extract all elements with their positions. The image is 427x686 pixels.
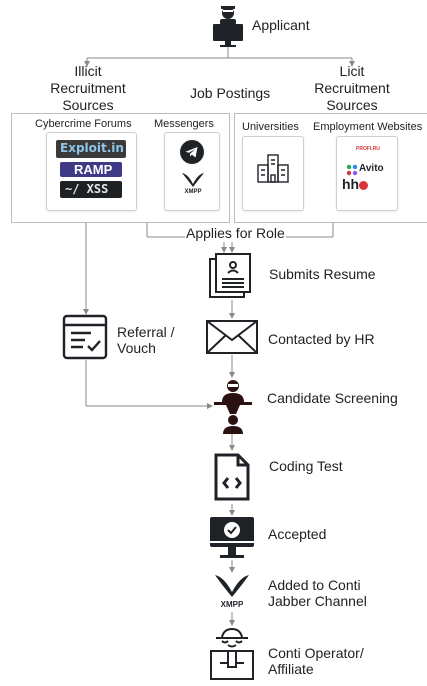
referral-checklist-icon — [62, 314, 108, 360]
licit-sources-label: Licit Recruitment Sources — [300, 63, 404, 114]
accepted-label: Accepted — [268, 526, 327, 542]
ramp-logo: RAMP — [60, 162, 122, 177]
envelope-icon — [206, 320, 258, 354]
screening-person-icon — [212, 378, 254, 434]
contacted-by-hr-label: Contacted by HR — [268, 331, 375, 347]
applicant-label: Applicant — [252, 17, 310, 33]
employment-websites-label: Employment Websites — [313, 121, 423, 133]
illicit-label-line-3: Sources — [62, 97, 114, 113]
avito-logo: Avito — [346, 163, 396, 177]
licit-label-line-2: Recruitment — [314, 80, 390, 96]
employment-websites-card — [336, 136, 398, 211]
xmpp-big-label: XMPP — [220, 600, 244, 609]
coding-test-label: Coding Test — [269, 458, 343, 474]
accepted-monitor-icon — [209, 516, 255, 560]
licit-label-line-1: Licit — [339, 63, 365, 79]
candidate-screening-label: Candidate Screening — [267, 390, 398, 406]
exploit-logo-text: Exploit.in — [60, 141, 124, 155]
xss-logo: ~/ XSS — [60, 181, 122, 198]
exploit-logo: Exploit.in — [56, 140, 126, 158]
avito-logo-text: Avito — [359, 163, 384, 174]
cybercrime-forums-label: Cybercrime Forums — [35, 118, 132, 130]
hh-logo: hh — [342, 176, 378, 193]
xmpp-small-label: XMPP — [184, 189, 202, 195]
xss-logo-text: ~/ XSS — [65, 182, 109, 196]
resume-icon — [208, 253, 256, 299]
proflru-logo: PROFI.RU — [356, 146, 380, 152]
illicit-label-line-2: Recruitment — [50, 80, 126, 96]
added-label-line-1: Added to Conti — [268, 577, 361, 593]
universities-card — [242, 136, 304, 211]
universities-label: Universities — [242, 121, 299, 133]
referral-label-line-2: Vouch — [117, 340, 156, 356]
xmpp-big-icon: XMPP — [214, 574, 250, 612]
applicant-icon — [212, 4, 244, 48]
illicit-sources-label: Illicit Recruitment Sources — [33, 63, 143, 114]
illicit-label-line-1: Illicit — [74, 63, 102, 79]
added-to-channel-label: Added to Conti Jabber Channel — [268, 577, 367, 609]
operator-label-line-2: Affiliate — [268, 661, 314, 677]
submits-resume-label: Submits Resume — [269, 266, 376, 282]
operator-spy-icon — [208, 627, 256, 681]
operator-label: Conti Operator/ Affiliate — [268, 645, 364, 677]
ramp-logo-text: RAMP — [74, 162, 113, 177]
hh-logo-text: hh — [342, 176, 360, 192]
licit-label-line-3: Sources — [326, 97, 378, 113]
telegram-icon — [180, 140, 204, 164]
university-building-icon — [256, 151, 290, 183]
referral-label-line-1: Referral / — [117, 324, 175, 340]
code-file-icon — [213, 452, 251, 502]
messengers-label: Messengers — [154, 118, 214, 130]
job-postings-label: Job Postings — [190, 85, 271, 101]
referral-label: Referral / Vouch — [117, 324, 175, 356]
xmpp-small-icon: XMPP — [181, 172, 205, 196]
operator-label-line-1: Conti Operator/ — [268, 645, 364, 661]
applies-for-role-label: Applies for Role — [185, 225, 286, 242]
added-label-line-2: Jabber Channel — [268, 593, 367, 609]
